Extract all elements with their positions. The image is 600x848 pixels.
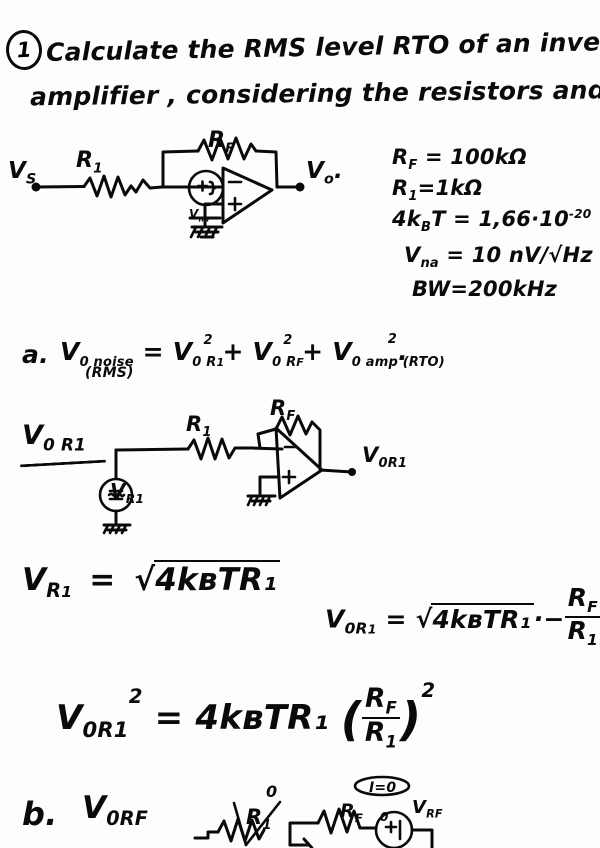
section-a-letter: a.	[22, 340, 49, 369]
formula-vor1: V0R1 = √4kʙTR₁·− RF R1	[325, 585, 600, 649]
circuit-top-input-label: VS	[8, 158, 37, 188]
opamp-triangle	[221, 166, 274, 225]
circuit-top-drawing	[31, 136, 305, 239]
formula-vr1: VR1 = √4kʙTR₁	[22, 560, 280, 602]
section-a-equation: V0 noise = V0 R12 + V0 RF2 + V0 amp (RTO…	[60, 331, 445, 370]
circuit-top-series-resistor-label: R1	[76, 148, 103, 177]
param-rf: RF = 100kΩ	[392, 145, 527, 174]
output-node-dot	[295, 182, 305, 192]
problem-number-circled: 1	[4, 28, 44, 72]
mid-opamp-triangle	[274, 426, 324, 500]
page-title-line2: amplifier , considering the resistors an…	[29, 74, 600, 112]
circuit-mid-output-label: V0R1	[362, 443, 408, 472]
section-b-source-label: VRF	[412, 797, 443, 821]
param-vna: Vna = 10 nV/√Hz	[404, 243, 593, 272]
param-4kbt: 4kBT = 1,66·10-20 W/Hz	[392, 207, 600, 236]
section-b-zero-left: 0	[266, 782, 278, 801]
mid-output-node-dot	[348, 468, 356, 476]
section-b-zero-right: 0	[380, 810, 389, 824]
circuit-mid-series-resistor-label: R1	[186, 412, 212, 441]
param-bw: BW=200kHz	[412, 277, 558, 301]
page-title-line1: Calculate the RMS level RTO of an invert…	[45, 26, 600, 67]
section-b-current-annotation: I=0	[369, 780, 397, 796]
problem-number-text: 1	[15, 37, 33, 63]
circuit-top-output-label: Vo.	[306, 158, 343, 188]
formula-vor1sq-gain-fraction: RF R1	[361, 685, 401, 751]
circuit-mid-drawing	[98, 414, 356, 535]
section-a-rms-note: (RMS)	[85, 365, 134, 381]
section-b-lhs: V0RF	[82, 790, 149, 831]
section-b-letter: b.	[22, 795, 58, 833]
current-zero-ellipse	[353, 775, 411, 797]
formula-vor1-squared: V0R12 = 4kʙTR₁ ( RF R1 )2	[56, 679, 436, 752]
section-b-drawing	[193, 775, 434, 848]
circuit-mid-heading: V0 R1	[22, 420, 86, 455]
circuit-mid-feedback-resistor-label: RF	[270, 396, 296, 425]
section-b-source-circle	[374, 810, 414, 848]
circuit-top-feedback-resistor-label: RF	[208, 128, 235, 157]
param-r1: R1=1kΩ	[392, 176, 483, 205]
formula-vor1-gain-fraction: RF R1	[564, 585, 600, 649]
